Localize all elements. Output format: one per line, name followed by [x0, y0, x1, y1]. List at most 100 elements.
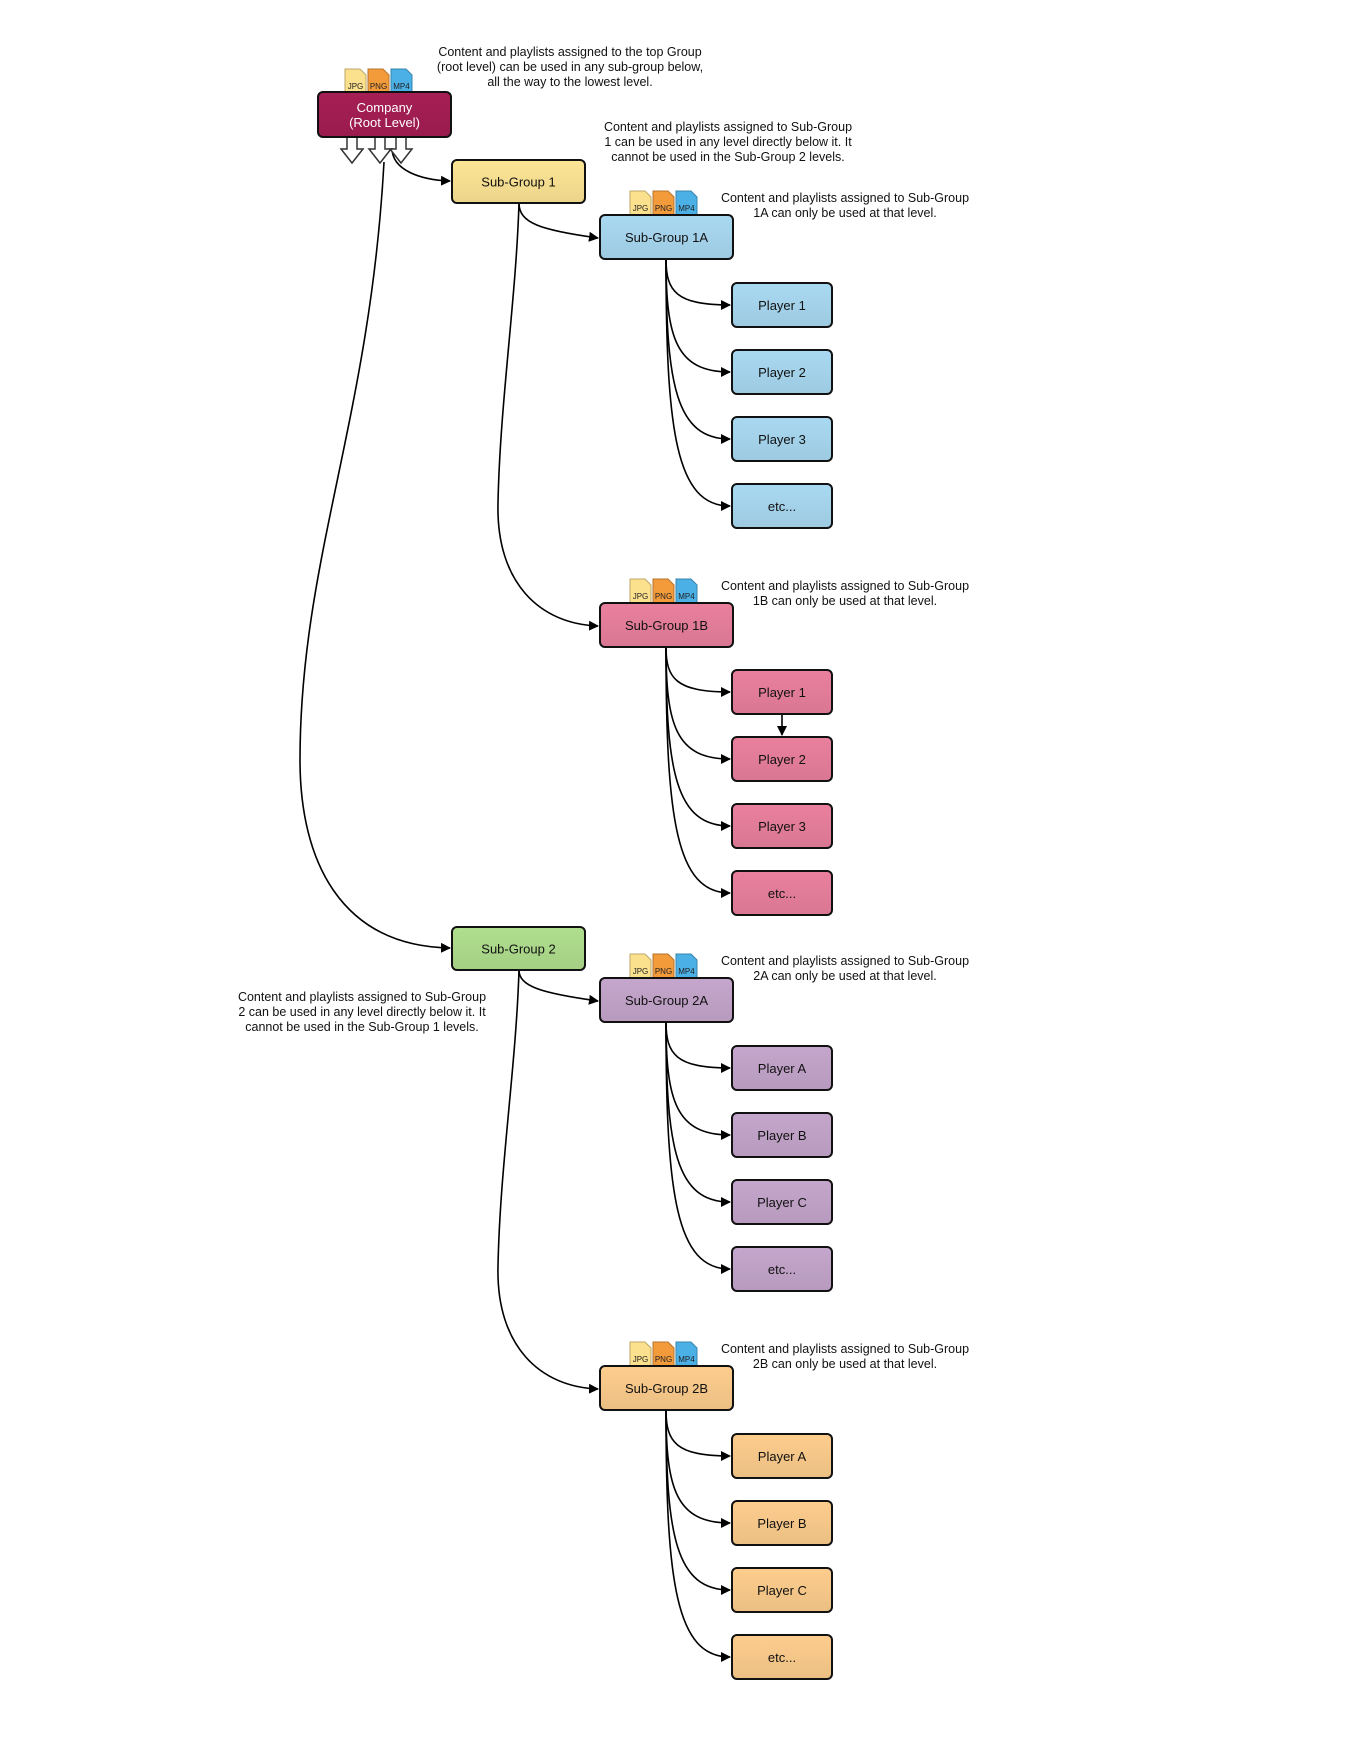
root-node-company-label: (Root Level) [349, 115, 420, 130]
connector-subgroup-2b-to-player-3 [665, 1409, 731, 1595]
file-icon-label: PNG [370, 82, 387, 91]
root-note: all the way to the lowest level. [487, 75, 652, 89]
player-2a-1-label: Player A [758, 1061, 807, 1076]
player-2a-2-box [731, 1112, 833, 1158]
subgroup-1-note: cannot be used in the Sub-Group 2 levels… [611, 150, 844, 164]
connector-subgroup-1a-to-player-2 [665, 258, 731, 377]
connector-subgroup-2-to-child-1 [518, 969, 599, 1005]
connector-subgroup-2a-to-player-4 [665, 1021, 731, 1274]
player-1b-4-box [731, 870, 833, 916]
player-2a-2: Player B [731, 1112, 833, 1158]
connector-subgroup-2b-to-player-1 [665, 1409, 731, 1461]
subgroup-2-box [451, 926, 586, 971]
player-2a-3-label: Player C [757, 1195, 807, 1210]
subgroup-1a-note: 1A can only be used at that level. [753, 206, 936, 220]
player-2b-3: Player C [731, 1567, 833, 1613]
connector-subgroup-1a-to-player-3 [665, 258, 731, 444]
subgroup-2a: Sub-Group 2A [599, 977, 734, 1023]
subgroup-2a-label: Sub-Group 2A [625, 993, 708, 1008]
subgroup-1b-box [599, 602, 734, 648]
player-2b-2: Player B [731, 1500, 833, 1546]
player-2a-3: Player C [731, 1179, 833, 1225]
file-icon-label: JPG [633, 204, 649, 213]
player-2b-3-box [731, 1567, 833, 1613]
file-icon-label: JPG [633, 967, 649, 976]
subgroup-2b-note: 2B can only be used at that level. [753, 1357, 937, 1371]
subgroup-2b: Sub-Group 2B [599, 1365, 734, 1411]
connector-subgroup-2b-to-player-4 [665, 1409, 731, 1662]
inheritance-arrow [388, 134, 414, 165]
player-1b-2-label: Player 2 [758, 752, 806, 767]
root-node-company: Company(Root Level) [317, 91, 452, 138]
player-1b-4: etc... [731, 870, 833, 916]
player-1b-1-label: Player 1 [758, 685, 806, 700]
connector-subgroup-1b-to-player-2 [665, 646, 731, 764]
subgroup-2a-box [599, 977, 734, 1023]
subgroup-2b-label: Sub-Group 2B [625, 1381, 708, 1396]
player-2b-1-label: Player A [758, 1449, 807, 1464]
file-icon-label: JPG [633, 1355, 649, 1364]
subgroup-2: Sub-Group 2 [451, 926, 586, 971]
root-note: (root level) can be used in any sub-grou… [437, 60, 703, 74]
player-1a-2-label: Player 2 [758, 365, 806, 380]
subgroup-2-note: Content and playlists assigned to Sub-Gr… [238, 990, 486, 1004]
player-1a-1-box [731, 282, 833, 328]
connector-subgroup-2b-to-player-2 [665, 1409, 731, 1528]
connector-subgroup-2-to-child-2 [497, 969, 599, 1394]
player-1b-3-label: Player 3 [758, 819, 806, 834]
subgroup-1b-note: Content and playlists assigned to Sub-Gr… [721, 579, 969, 593]
subgroup-1-box [451, 159, 586, 204]
player-2b-2-label: Player B [757, 1516, 806, 1531]
player-2b-3-label: Player C [757, 1583, 807, 1598]
player-1a-4: etc... [731, 483, 833, 529]
inheritance-arrow [339, 134, 365, 165]
subgroup-2b-box [599, 1365, 734, 1411]
player-1a-4-label: etc... [768, 499, 796, 514]
player-2b-4: etc... [731, 1634, 833, 1680]
connector-root-to-subgroup-2 [299, 161, 451, 953]
player-1b-2: Player 2 [731, 736, 833, 782]
connector-subgroup-2a-to-player-2 [665, 1021, 731, 1140]
subgroup-1b: Sub-Group 1B [599, 602, 734, 648]
subgroup-2a-note: Content and playlists assigned to Sub-Gr… [721, 954, 969, 968]
subgroup-1b-note: 1B can only be used at that level. [753, 594, 937, 608]
player-2b-2-box [731, 1500, 833, 1546]
player-2b-1: Player A [731, 1433, 833, 1479]
player-1a-1: Player 1 [731, 282, 833, 328]
connector-subgroup-1-to-child-1 [518, 202, 599, 242]
file-icon-label: PNG [655, 967, 672, 976]
player-2a-2-label: Player B [757, 1128, 806, 1143]
subgroup-2a-note: 2A can only be used at that level. [753, 969, 936, 983]
file-icon-label: MP4 [678, 967, 695, 976]
subgroup-1: Sub-Group 1 [451, 159, 586, 204]
player-1b-2-box [731, 736, 833, 782]
connector-subgroup-1-to-child-2 [497, 202, 599, 631]
player-1b-3: Player 3 [731, 803, 833, 849]
root-note: Content and playlists assigned to the to… [438, 45, 701, 59]
connector-subgroup-1b-to-player-3 [665, 646, 731, 831]
connector-subgroup-2a-to-player-1 [665, 1021, 731, 1073]
player-2b-4-box [731, 1634, 833, 1680]
inheritance-arrow [367, 134, 393, 165]
player-1a-2-box [731, 349, 833, 395]
player-1b-1-box [731, 669, 833, 715]
player-1a-3-box [731, 416, 833, 462]
player-1a-1-label: Player 1 [758, 298, 806, 313]
file-icon-label: JPG [348, 82, 364, 91]
connector-subgroup-2a-to-player-3 [665, 1021, 731, 1207]
player-2a-4: etc... [731, 1246, 833, 1292]
subgroup-1-note: Content and playlists assigned to Sub-Gr… [604, 120, 852, 134]
file-icon-label: JPG [633, 592, 649, 601]
player-2a-3-box [731, 1179, 833, 1225]
file-icon-label: MP4 [678, 592, 695, 601]
file-icon-label: PNG [655, 204, 672, 213]
subgroup-2-note: cannot be used in the Sub-Group 1 levels… [245, 1020, 478, 1034]
player-1b-1: Player 1 [731, 669, 833, 715]
subgroup-2-label: Sub-Group 2 [481, 942, 555, 957]
player-2b-4-label: etc... [768, 1650, 796, 1665]
connector-subgroup-1b-to-player-4 [665, 646, 731, 898]
connector-root-to-subgroup-1 [391, 147, 451, 186]
player-2a-4-label: etc... [768, 1262, 796, 1277]
player-2a-4-box [731, 1246, 833, 1292]
